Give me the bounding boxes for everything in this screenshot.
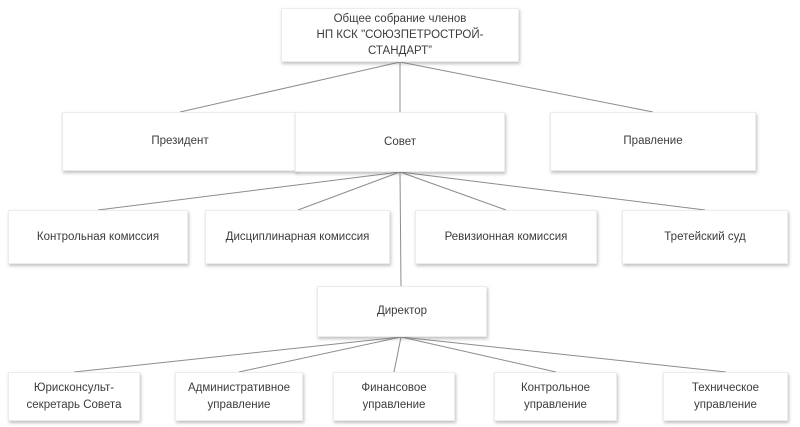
edge-director-admin <box>238 336 402 373</box>
edge-meeting-president <box>179 61 401 113</box>
node-arbitration-court: Третейский суд <box>622 210 788 264</box>
node-administrative-department: Административное управление <box>175 372 303 421</box>
node-label: Третейский суд <box>664 230 746 243</box>
edge-council-audit <box>399 171 507 211</box>
node-technical-department: Техническое управление <box>663 372 788 421</box>
node-general-meeting: Общее собрание членов НП КСК "СОЮЗПЕТРОС… <box>281 8 519 62</box>
node-president: Президент <box>62 112 298 171</box>
node-label: Директор <box>376 305 428 318</box>
edge-meeting-board <box>399 61 654 113</box>
node-label: Юрисконсульт- секретарь Совета <box>26 382 122 411</box>
node-label: Контрольная комиссия <box>36 230 160 243</box>
edge-director-tech <box>400 336 727 373</box>
edge-director-finance <box>393 336 402 373</box>
node-director: Директор <box>317 286 487 337</box>
edge-council-director <box>399 171 402 287</box>
node-board: Правление <box>550 112 756 171</box>
node-control-department: Контрольное управление <box>494 372 617 421</box>
node-label: Правление <box>623 135 683 148</box>
node-audit-commission: Ревизионная комиссия <box>415 210 597 264</box>
node-legal-counsel-secretary: Юрисконсульт- секретарь Совета <box>8 372 140 421</box>
edge-council-disc <box>297 171 401 211</box>
edge-director-legal <box>73 336 402 373</box>
node-label: Контрольное управление <box>520 382 591 411</box>
edge-council-controlc <box>97 171 401 211</box>
edge-director-controld <box>400 336 557 373</box>
node-label: Техническое управление <box>691 382 760 411</box>
node-label: Общее собрание членов НП КСК "СОЮЗПЕТРОС… <box>316 12 484 58</box>
node-label: Президент <box>151 135 209 148</box>
node-disciplinary-commission: Дисциплинарная комиссия <box>205 210 390 264</box>
node-label: Дисциплинарная комиссия <box>225 230 370 243</box>
node-label: Совет <box>384 135 416 148</box>
node-label: Административное управление <box>188 382 290 411</box>
node-financial-department: Финансовое управление <box>333 372 455 421</box>
node-label: Финансовое управление <box>361 382 427 411</box>
edge-council-court <box>399 171 706 211</box>
node-label: Ревизионная комиссия <box>444 230 568 243</box>
node-control-commission: Контрольная комиссия <box>8 210 188 264</box>
node-council: Совет <box>295 112 505 172</box>
